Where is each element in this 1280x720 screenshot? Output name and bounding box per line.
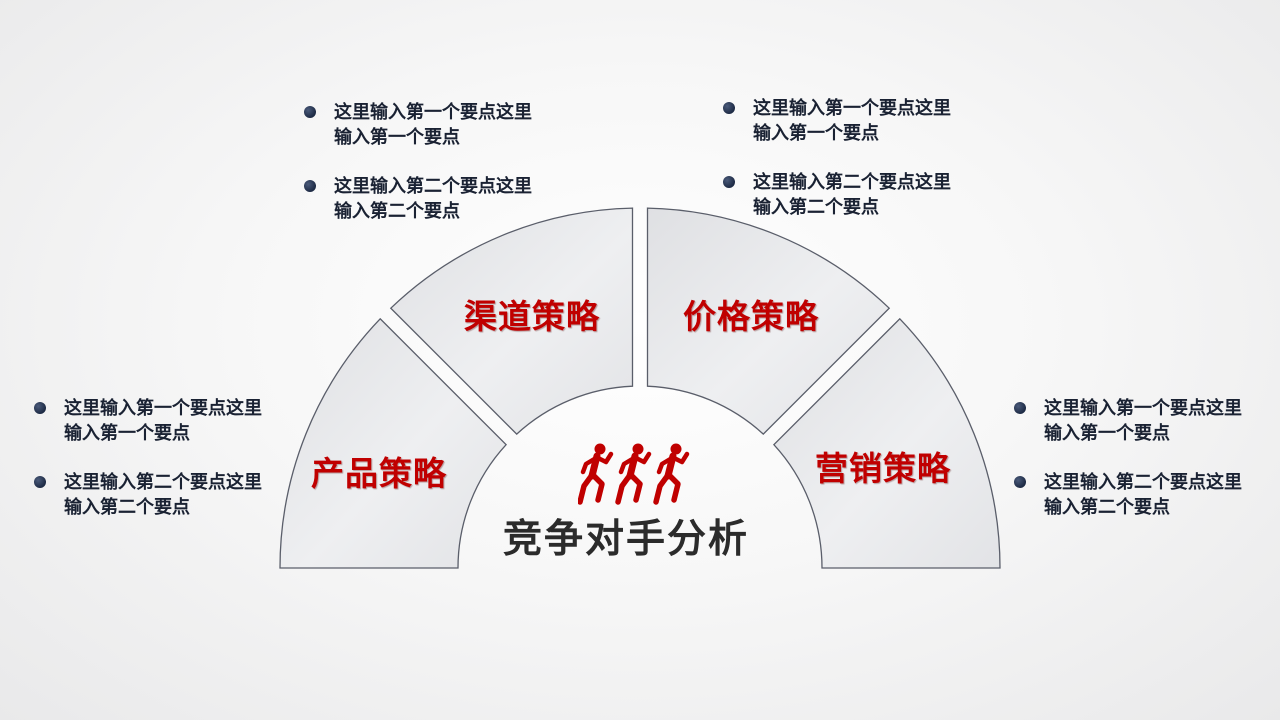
bullet-item: 这里输入第一个要点这里输入第一个要点 <box>34 396 264 446</box>
bullet-group-right: 这里输入第一个要点这里输入第一个要点 这里输入第二个要点这里输入第二个要点 <box>1014 396 1244 544</box>
bullet-dot-icon <box>34 476 46 488</box>
page-title: 竞争对手分析 <box>503 517 750 562</box>
bullet-item: 这里输入第二个要点这里输入第二个要点 <box>1014 470 1244 520</box>
bullet-item: 这里输入第一个要点这里输入第一个要点 <box>1014 396 1244 446</box>
segment-marketing[interactable] <box>772 317 1001 569</box>
bullet-item: 这里输入第二个要点这里输入第二个要点 <box>34 470 264 520</box>
bullet-dot-icon <box>723 176 735 188</box>
segment-product[interactable] <box>279 317 508 569</box>
segment-label-price: 价格策略 <box>683 297 819 336</box>
bullet-item: 这里输入第一个要点这里输入第一个要点 <box>304 100 534 150</box>
segment-label-channel: 渠道策略 <box>464 297 600 336</box>
bullet-item: 这里输入第二个要点这里输入第二个要点 <box>723 170 953 220</box>
bullet-dot-icon <box>1014 476 1026 488</box>
segment-label-product: 产品策略 <box>311 454 447 493</box>
bullet-group-top-left: 这里输入第一个要点这里输入第一个要点 这里输入第二个要点这里输入第二个要点 <box>304 100 534 248</box>
bullet-dot-icon <box>304 180 316 192</box>
bullet-group-top-right: 这里输入第一个要点这里输入第一个要点 这里输入第二个要点这里输入第二个要点 <box>723 96 953 244</box>
bullet-dot-icon <box>723 102 735 114</box>
bullet-item: 这里输入第二个要点这里输入第二个要点 <box>304 174 534 224</box>
three-running-people-icon <box>578 442 702 506</box>
bullet-dot-icon <box>34 402 46 414</box>
bullet-item: 这里输入第一个要点这里输入第一个要点 <box>723 96 953 146</box>
segment-label-marketing: 营销策略 <box>815 449 951 488</box>
bullet-dot-icon <box>1014 402 1026 414</box>
bullet-dot-icon <box>304 106 316 118</box>
segment-price[interactable] <box>646 207 891 436</box>
segment-channel[interactable] <box>389 207 634 436</box>
bullet-group-left: 这里输入第一个要点这里输入第一个要点 这里输入第二个要点这里输入第二个要点 <box>34 396 264 544</box>
